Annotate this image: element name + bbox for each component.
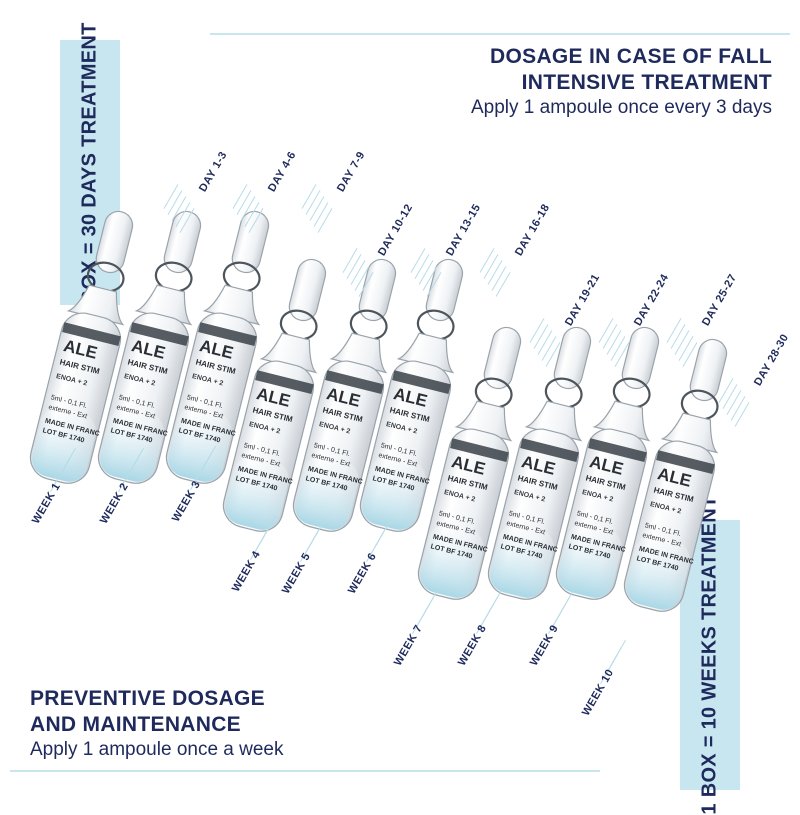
- ampoule-dark-band: [255, 370, 314, 395]
- ampoule-neck: [202, 284, 261, 326]
- ampoule-dark-band: [520, 438, 579, 463]
- ampoule: ALE HAIR STIM ENOA + 2 5ml - 0,1 Fl. ext…: [487, 326, 592, 600]
- ampoule-neck: [66, 284, 125, 326]
- ampoule-neck: [396, 332, 455, 374]
- header-title-line1: DOSAGE IN CASE OF FALL: [490, 45, 772, 68]
- ampoule: ALE HAIR STIM ENOA + 2 5ml - 0,1 Fl. ext…: [417, 326, 522, 600]
- ampoule-tip: [288, 258, 327, 322]
- ampoule-dark-band: [198, 322, 257, 347]
- ampoule-liquid: [225, 455, 289, 530]
- ampoule-dark-band: [130, 322, 189, 347]
- footer-title-line2: AND MAINTENANCE: [30, 713, 241, 736]
- bottom-rule: [10, 770, 600, 772]
- ampoule-liquid: [626, 535, 690, 610]
- ampoule-liquid: [558, 523, 622, 598]
- ampoule: ALE HAIR STIM ENOA + 2 5ml - 0,1 Fl. ext…: [222, 258, 327, 532]
- header-subtitle: Apply 1 ampoule once every 3 days: [470, 97, 772, 118]
- ampoule-dark-band: [450, 438, 509, 463]
- ampoule-neck: [259, 332, 318, 374]
- ampoule-liquid: [32, 407, 96, 482]
- footer-title-line1: PREVENTIVE DOSAGE: [30, 687, 265, 710]
- footer: PREVENTIVE DOSAGE AND MAINTENANCE Apply …: [30, 686, 284, 762]
- ampoule-dark-band: [325, 370, 384, 395]
- ampoule-tip: [231, 210, 270, 274]
- ampoule-tip: [553, 326, 592, 390]
- ampoule-liquid: [168, 407, 232, 482]
- ampoule-tip: [689, 338, 728, 402]
- ampoule-dark-band: [656, 450, 715, 475]
- ampoule: ALE HAIR STIM ENOA + 2 5ml - 0,1 Fl. ext…: [97, 210, 202, 484]
- ampoule-neck: [454, 400, 513, 442]
- ampoule-dark-band: [588, 438, 647, 463]
- ampoule-neck: [524, 400, 583, 442]
- ampoule-tip: [95, 210, 134, 274]
- ampoule-liquid: [100, 407, 164, 482]
- footer-subtitle: Apply 1 ampoule once a week: [30, 739, 284, 760]
- ampoule-liquid: [490, 523, 554, 598]
- header: DOSAGE IN CASE OF FALL INTENSIVE TREATME…: [471, 44, 772, 120]
- ampoule-neck: [592, 400, 651, 442]
- ampoule-dark-band: [62, 322, 121, 347]
- ampoule-neck: [329, 332, 388, 374]
- ampoule: ALE HAIR STIM ENOA + 2 5ml - 0,1 Fl. ext…: [555, 326, 660, 600]
- ampoule-tip: [621, 326, 660, 390]
- header-title-line2: INTENSIVE TREATMENT: [521, 71, 772, 94]
- ampoule-liquid: [362, 455, 426, 530]
- ampoule: ALE HAIR STIM ENOA + 2 5ml - 0,1 Fl. ext…: [292, 258, 397, 532]
- top-rule: [210, 33, 790, 35]
- ampoule-dark-band: [392, 370, 451, 395]
- ampoule-liquid: [295, 455, 359, 530]
- ampoule: ALE HAIR STIM ENOA + 2 5ml - 0,1 Fl. ext…: [165, 210, 270, 484]
- ampoule: ALE HAIR STIM ENOA + 2 5ml - 0,1 Fl. ext…: [29, 210, 134, 484]
- ampoule-tip: [483, 326, 522, 390]
- ampoule: ALE HAIR STIM ENOA + 2 5ml - 0,1 Fl. ext…: [359, 258, 464, 532]
- ampoule-neck: [134, 284, 193, 326]
- ampoule-neck: [660, 412, 719, 454]
- ampoule-liquid: [420, 523, 484, 598]
- ampoule: ALE HAIR STIM ENOA + 2 5ml - 0,1 Fl. ext…: [623, 338, 728, 612]
